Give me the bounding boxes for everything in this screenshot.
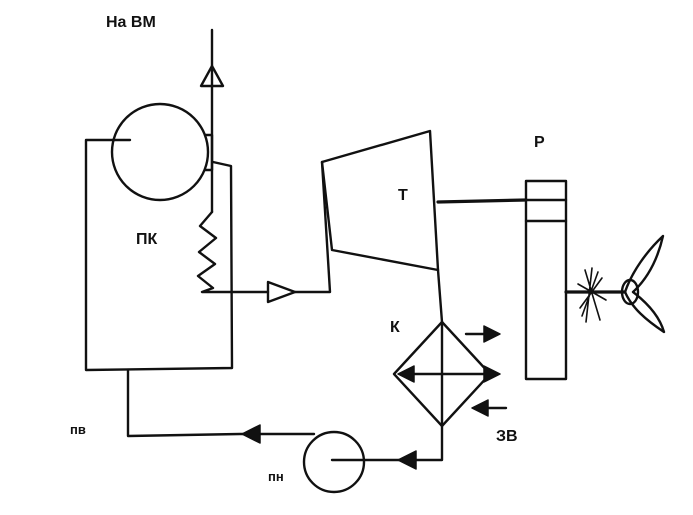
turbine-body [320, 129, 440, 272]
superheater-coil [196, 210, 270, 294]
propeller [620, 234, 666, 334]
label-pn: пн [268, 469, 284, 484]
superheater [196, 160, 332, 304]
cooling-in-arrow [471, 399, 489, 417]
label-zv: ЗВ [496, 428, 518, 445]
steam-outlet-line [199, 28, 225, 214]
shaft-seal [577, 267, 607, 323]
feedwater-arrow [241, 424, 261, 444]
exhaust-line [436, 268, 444, 324]
condensate-arrow [397, 450, 417, 470]
reducer-divisions [524, 198, 568, 223]
label-r: Р [534, 134, 545, 151]
condensate-pipe [330, 424, 444, 462]
feedwater-pipe [126, 368, 316, 438]
cooling-out-arrow [483, 325, 501, 343]
steam-to-turbine [293, 160, 332, 294]
propeller-blades [623, 234, 666, 334]
turbine-shaft [436, 198, 528, 204]
boiler-drum [110, 102, 210, 202]
label-t: Т [398, 187, 408, 204]
boiler-body [84, 138, 234, 372]
reducer [524, 179, 627, 381]
label-pv: пв [70, 422, 86, 437]
label-vm: На ВМ [106, 14, 156, 31]
turbine [320, 129, 528, 272]
condensate-line [330, 424, 444, 470]
reducer-body [524, 179, 568, 381]
label-pk: ПК [136, 231, 158, 248]
up-arrow-outline [199, 64, 225, 88]
boiler [84, 102, 234, 372]
condenser-arrow-left [397, 365, 415, 383]
condenser [392, 320, 508, 428]
label-k: К [390, 319, 400, 336]
feed-pump [126, 368, 366, 494]
propeller-hub [620, 278, 640, 306]
condenser-arrow-right [483, 365, 501, 383]
steam-arrow-outline [266, 280, 297, 304]
pump-body [302, 430, 366, 494]
